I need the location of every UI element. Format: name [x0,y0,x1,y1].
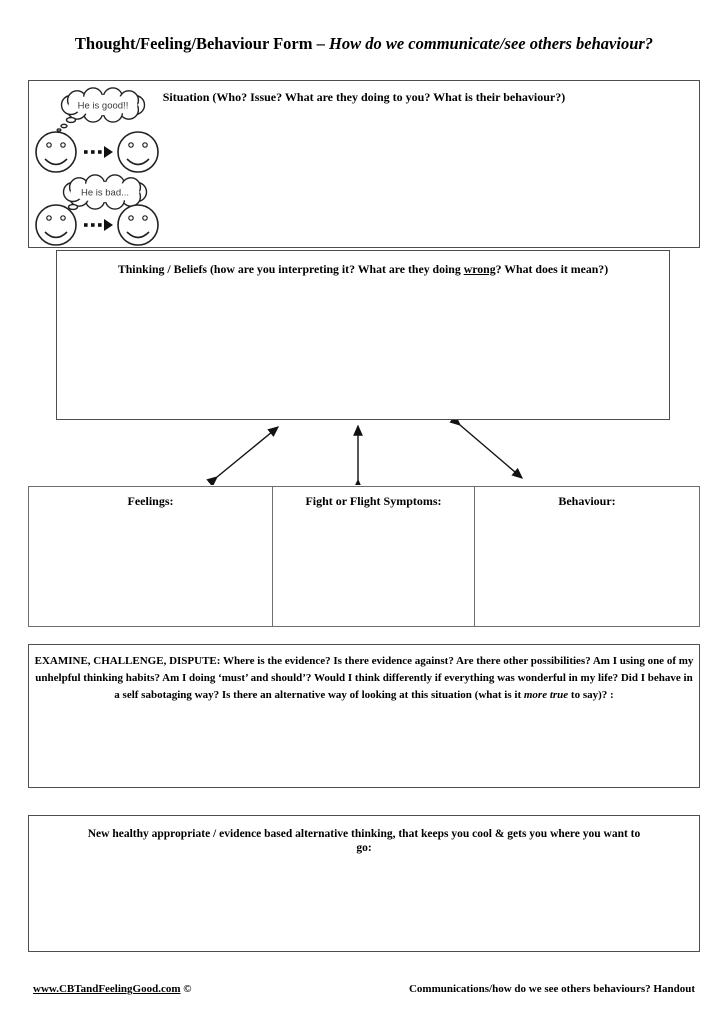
situation-label: Situation (Who? Issue? What are they doi… [162,90,566,104]
thought-bubble-bad-icon [59,174,148,218]
smiley-face-icon [35,204,77,246]
behaviour-box: Behaviour: [474,487,699,626]
footer: www.CBTandFeelingGood.com © Communicatio… [33,983,695,995]
thought-bubble-good-icon [56,87,146,132]
response-boxes-row: Feelings: Fight or Flight Symptoms: Beha… [28,486,700,627]
alternative-thinking-label: New healthy appropriate / evidence based… [87,828,641,855]
dotted-arrow-icon [84,219,113,231]
thinking-label-before: Thinking / Beliefs (how are you interpre… [117,262,464,276]
examine-text-more-true: more true [523,689,569,702]
bubble-good-text: He is good!! [78,101,129,112]
smiley-face-icon [117,131,159,173]
thinking-label-wrong: wrong [463,262,496,276]
page-title: Thought/Feeling/Behaviour Form – How do … [0,34,728,54]
page-title-subtitle: How do we communicate/see others behavio… [329,34,654,53]
examine-challenge-dispute-box: EXAMINE, CHALLENGE, DISPUTE: Where is th… [28,644,700,788]
footer-left: www.CBTandFeelingGood.com © [33,983,191,995]
bidirectional-arrow-right [449,420,524,479]
bidirectional-arrow-left [206,426,280,485]
examine-text-before: EXAMINE, CHALLENGE, DISPUTE: Where is th… [34,655,694,702]
examine-text-after: to say)? : [568,689,614,702]
feelings-label: Feelings: [127,494,174,508]
bubble-bad-text: He is bad... [81,188,129,199]
communication-cartoon: He is good!! He is bad... [35,87,159,246]
website-link[interactable]: www.CBTandFeelingGood.com [33,983,181,995]
situation-box: Situation (Who? Issue? What are they doi… [28,80,700,248]
smiley-face-icon [35,131,77,173]
fight-or-flight-label: Fight or Flight Symptoms: [305,494,442,508]
thinking-beliefs-label: Thinking / Beliefs (how are you interpre… [57,262,669,277]
smiley-face-icon [117,204,159,246]
page-title-main: Thought/Feeling/Behaviour Form – [74,34,330,53]
thinking-beliefs-box: Thinking / Beliefs (how are you interpre… [56,250,670,420]
examine-text: EXAMINE, CHALLENGE, DISPUTE: Where is th… [29,645,699,704]
footer-right: Communications/how do we see others beha… [408,983,695,995]
thinking-label-after: ? What does it mean?) [495,262,609,276]
connector-arrows [206,420,524,485]
fight-or-flight-box: Fight or Flight Symptoms: [272,487,474,626]
behaviour-label: Behaviour: [558,494,616,508]
alternative-thinking-box: New healthy appropriate / evidence based… [28,815,700,952]
copyright-symbol: © [183,983,192,995]
dotted-arrow-icon [84,146,113,158]
feelings-box: Feelings: [29,487,272,626]
